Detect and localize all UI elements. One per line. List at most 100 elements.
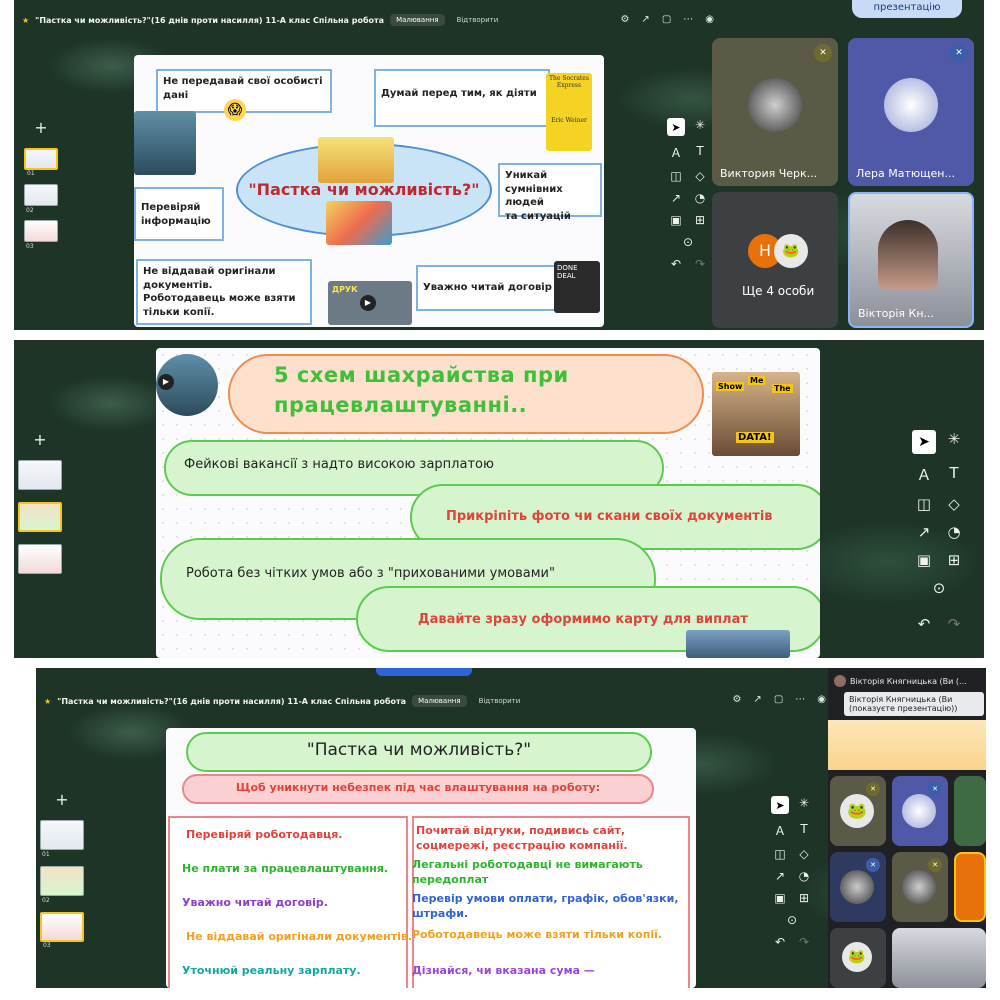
- participant-tile-7[interactable]: 🐸: [830, 928, 886, 988]
- doc-title: "Пастка чи можливість?"(16 днів проти на…: [35, 15, 385, 25]
- present-button[interactable]: презентацію: [852, 0, 962, 18]
- more-tools-icon[interactable]: ⊙: [932, 579, 946, 597]
- image-tool-icon[interactable]: ▣: [916, 551, 932, 569]
- participant-tile-more[interactable]: H 🐸 Ще 4 особи: [712, 192, 838, 328]
- box-check-info: Перевіряй інформацію: [134, 187, 224, 241]
- slide-title: "Пастка чи можливість?": [306, 740, 532, 760]
- select-tool-icon[interactable]: ➤: [667, 118, 685, 136]
- slide-thumb-3[interactable]: 03: [24, 220, 58, 250]
- window-icon[interactable]: ▢: [661, 14, 672, 25]
- slide-thumb-2[interactable]: 02: [24, 184, 58, 214]
- text-tool-icon[interactable]: T: [800, 822, 808, 836]
- play-icon[interactable]: ▶: [360, 295, 376, 311]
- scheme-2-text: Прикріпіть фото чи скани своїх документі…: [446, 509, 773, 524]
- participant-tile-6[interactable]: [954, 852, 986, 922]
- shape-tool-icon[interactable]: ◇: [948, 495, 960, 513]
- user-icon[interactable]: ◉: [817, 694, 826, 705]
- done-deal-image: DONE DEAL: [554, 261, 600, 313]
- sticker-tool-icon[interactable]: ◔: [694, 191, 706, 205]
- play-icon[interactable]: ▶: [158, 374, 174, 390]
- open-tag[interactable]: Відтворити: [478, 697, 521, 705]
- pen-tool-icon[interactable]: Ａ: [669, 146, 682, 160]
- add-slide-button[interactable]: +: [33, 430, 47, 449]
- shape-tool-icon[interactable]: ◇: [799, 847, 809, 861]
- star-icon[interactable]: ★: [44, 696, 52, 706]
- presenter-video: [878, 220, 938, 290]
- add-image-icon[interactable]: ⊞: [798, 891, 810, 905]
- settings-icon[interactable]: ⚙: [732, 694, 742, 705]
- undo-icon[interactable]: ↶: [917, 615, 931, 633]
- slide-thumb-3[interactable]: 03: [40, 912, 84, 949]
- laser-tool-icon[interactable]: ✳: [694, 118, 706, 132]
- slide-thumb-2[interactable]: 02: [40, 866, 84, 904]
- more-tools-icon[interactable]: ⊙: [786, 913, 798, 927]
- window-icon[interactable]: ▢: [773, 694, 784, 705]
- tip-left-1: Перевіряй роботодавця.: [186, 828, 343, 841]
- meeting-panel: Вікторія Княгницька (Ви (... Вікторія Кн…: [828, 668, 986, 988]
- laser-tool-icon[interactable]: ✳: [947, 430, 961, 448]
- redo-icon[interactable]: ↷: [947, 615, 961, 633]
- slide-thumb-2[interactable]: [18, 502, 62, 532]
- slide-thumb-1[interactable]: 01: [24, 148, 58, 177]
- pen-tool-icon[interactable]: Ａ: [773, 824, 786, 838]
- user-icon[interactable]: ◉: [705, 14, 714, 25]
- sticker-tool-icon[interactable]: ◔: [798, 869, 810, 883]
- add-image-icon[interactable]: ⊞: [694, 213, 706, 227]
- participant-tile-presenter[interactable]: Вікторія Кн...: [848, 192, 974, 328]
- sticky-note-icon[interactable]: ◫: [774, 847, 786, 861]
- mic-off-icon: ✕: [928, 858, 942, 872]
- share-icon[interactable]: ↗: [753, 694, 762, 705]
- pen-tool-icon[interactable]: Ａ: [916, 466, 932, 484]
- image-tool-icon[interactable]: ▣: [670, 213, 682, 227]
- add-image-icon[interactable]: ⊞: [947, 551, 961, 569]
- video-thumbnail[interactable]: ДРУК ▶: [328, 281, 412, 325]
- more-icon[interactable]: ⋯: [683, 14, 694, 25]
- tip-right-5: Дізнайся, чи вказана сума —: [412, 964, 595, 977]
- add-slide-button[interactable]: +: [34, 118, 48, 137]
- tip-left-2: Не плати за працевлаштування.: [182, 862, 389, 875]
- drawing-tag[interactable]: Малювання: [390, 14, 445, 26]
- laser-tool-icon[interactable]: ✳: [798, 796, 810, 810]
- participant-tile-1[interactable]: 🐸 ✕: [830, 776, 886, 846]
- participant-tile-8[interactable]: [892, 928, 986, 988]
- more-tools-icon[interactable]: ⊙: [682, 235, 694, 249]
- select-tool-icon[interactable]: ➤: [912, 430, 936, 454]
- subtitle-banner: [182, 774, 654, 804]
- open-tag[interactable]: Відтворити: [456, 16, 499, 24]
- drawing-tag[interactable]: Малювання: [412, 695, 467, 707]
- share-icon[interactable]: ↗: [641, 14, 650, 25]
- participant-tile-4[interactable]: ✕: [830, 852, 886, 922]
- sticky-note-icon[interactable]: ◫: [916, 495, 932, 513]
- sticky-note-icon[interactable]: ◫: [670, 169, 682, 183]
- slide-thumb-3[interactable]: [18, 544, 62, 574]
- box-originals: Не віддавай оригінали документів. Робото…: [136, 259, 312, 325]
- sticker-tool-icon[interactable]: ◔: [947, 523, 961, 541]
- image-tool-icon[interactable]: ▣: [774, 891, 786, 905]
- participant-tile-2[interactable]: ✕: [892, 776, 948, 846]
- text-tool-icon[interactable]: T: [696, 144, 704, 158]
- star-icon[interactable]: ★: [22, 15, 30, 25]
- shape-tool-icon[interactable]: ◇: [695, 169, 705, 183]
- arrow-tool-icon[interactable]: ↗: [670, 191, 682, 205]
- avatar: [902, 794, 936, 828]
- settings-icon[interactable]: ⚙: [620, 14, 630, 25]
- select-tool-icon[interactable]: ➤: [771, 796, 789, 814]
- participant-tile-2[interactable]: ✕ Лера Матющен...: [848, 38, 974, 186]
- slide-thumb-1[interactable]: 01: [40, 820, 84, 858]
- participant-tile-1[interactable]: ✕ Виктория Черк...: [712, 38, 838, 186]
- participant-tile-5[interactable]: ✕: [892, 852, 948, 922]
- slide-thumb-1[interactable]: [18, 460, 62, 490]
- arrow-tool-icon[interactable]: ↗: [917, 523, 931, 541]
- participant-tile-3[interactable]: [954, 776, 986, 846]
- more-icon[interactable]: ⋯: [795, 694, 806, 705]
- undo-icon[interactable]: ↶: [774, 935, 786, 949]
- arrow-tool-icon[interactable]: ↗: [774, 869, 786, 883]
- undo-icon[interactable]: ↶: [670, 257, 682, 271]
- add-slide-button[interactable]: +: [55, 790, 69, 809]
- redo-icon[interactable]: ↷: [798, 935, 810, 949]
- presenter-row[interactable]: Вікторія Княгницька (Ви (...: [834, 672, 984, 690]
- redo-icon[interactable]: ↷: [694, 257, 706, 271]
- text-tool-icon[interactable]: T: [949, 464, 959, 482]
